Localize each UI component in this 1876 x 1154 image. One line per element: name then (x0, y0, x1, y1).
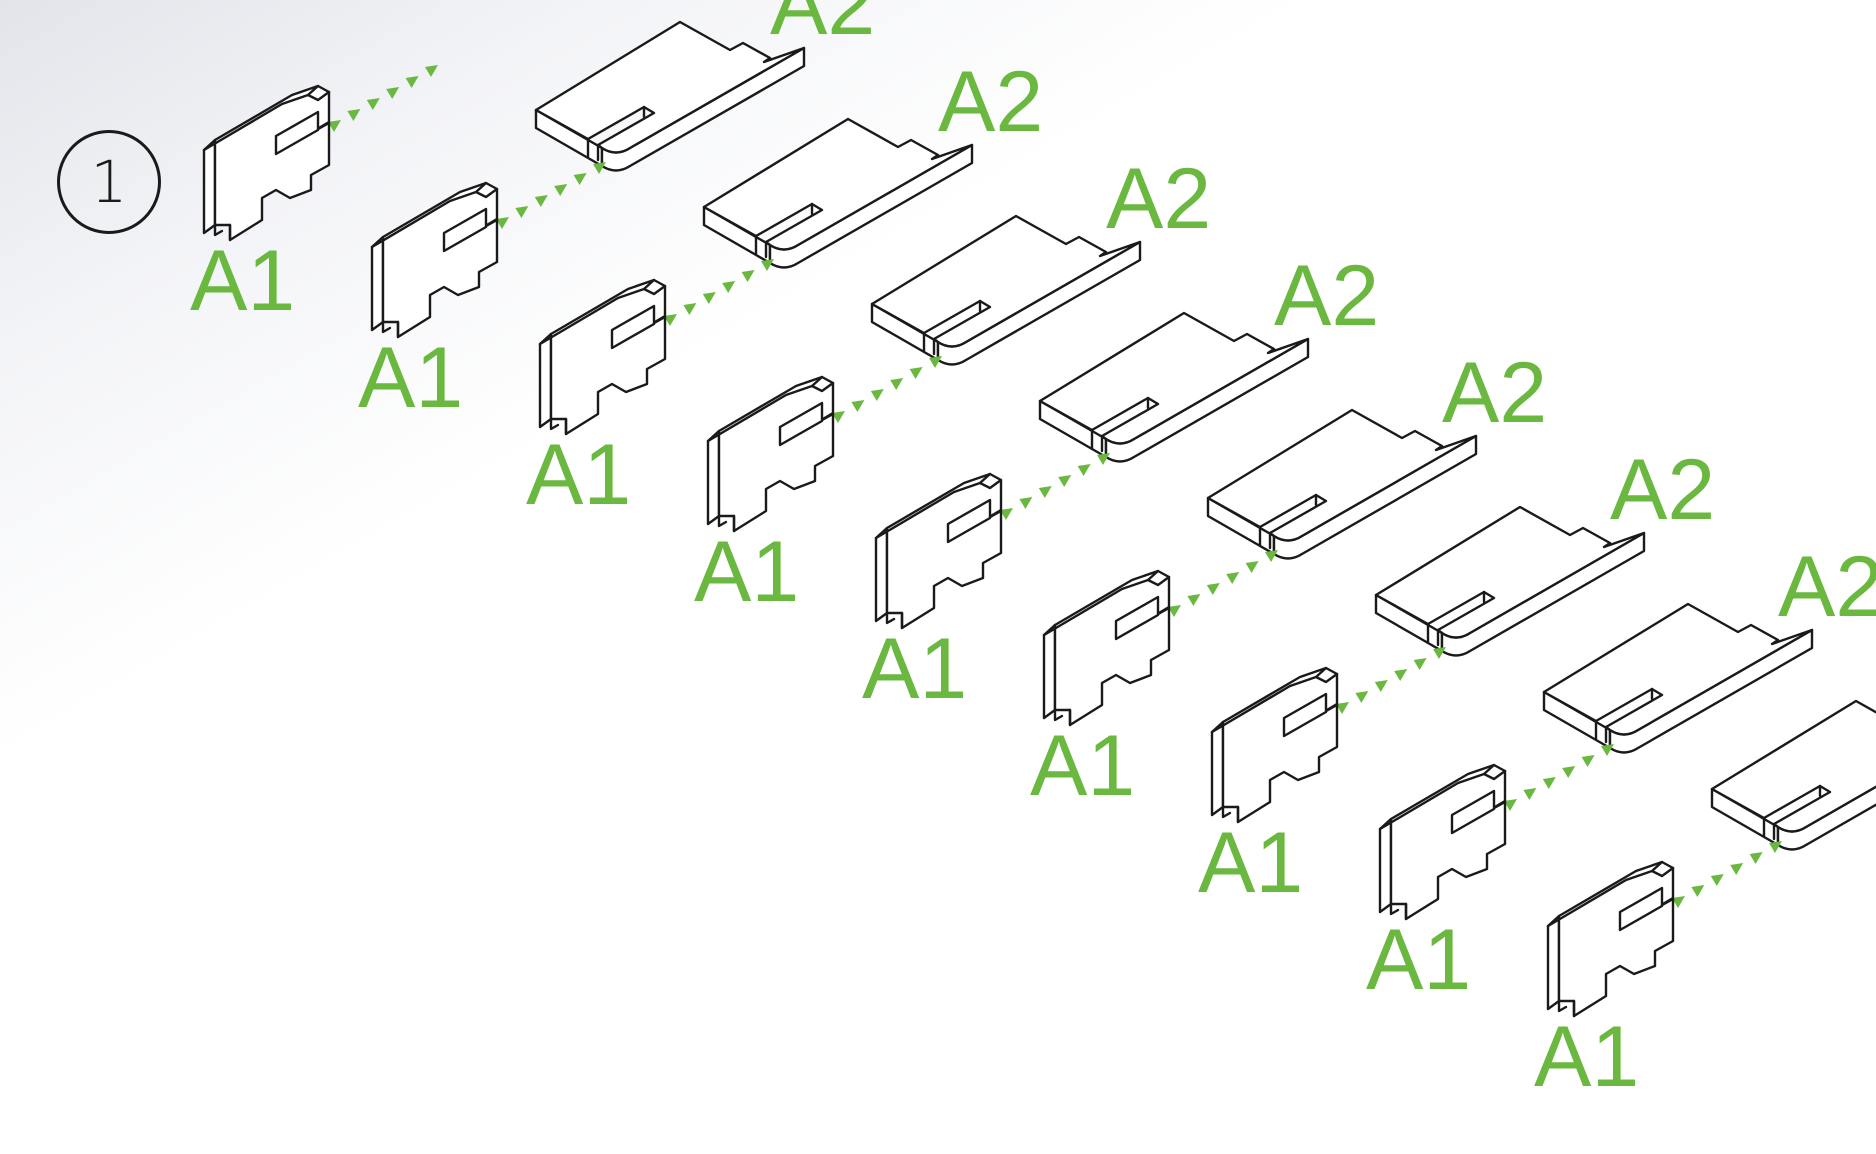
step-number: 1 (90, 148, 128, 216)
insert-arrow (1504, 744, 1614, 811)
label-a2: A2 (770, 0, 875, 53)
label-a2: A2 (1442, 345, 1547, 441)
label-a1: A1 (1198, 815, 1303, 911)
label-a1: A1 (358, 330, 463, 426)
plate-a2 (1206, 408, 1478, 560)
label-a2: A2 (938, 54, 1043, 150)
label-a1: A1 (862, 621, 967, 717)
label-a1: A1 (1030, 718, 1135, 814)
insert-arrow (1168, 550, 1278, 617)
label-a2: A2 (1106, 151, 1211, 247)
insert-arrow (328, 65, 438, 132)
connector-a1 (1042, 569, 1171, 727)
label-a2: A2 (1274, 248, 1379, 344)
connector-a1 (706, 375, 835, 533)
label-a1: A1 (190, 233, 295, 329)
insert-arrow (1000, 453, 1110, 520)
label-a1: A1 (526, 427, 631, 523)
insert-arrow (664, 259, 774, 326)
connector-a1 (370, 181, 499, 339)
connector-a1 (1546, 860, 1675, 1018)
label-a1: A1 (1366, 912, 1471, 1008)
label-a1: A1 (1534, 1009, 1639, 1105)
plate-a2 (870, 214, 1142, 366)
step-number-badge: 1 (57, 130, 161, 234)
plate-a2 (1038, 311, 1310, 463)
label-a1: A1 (694, 524, 799, 620)
plate-a2 (1710, 699, 1876, 851)
insert-arrow (496, 162, 606, 229)
connector-a1 (1210, 666, 1339, 824)
plate-a2 (1374, 505, 1646, 657)
label-a2: A2 (1610, 442, 1715, 538)
plate-a2 (534, 20, 806, 172)
insert-arrow (1336, 647, 1446, 714)
plate-a2 (702, 117, 974, 269)
connector-a1 (874, 472, 1003, 630)
plate-a2 (1542, 602, 1814, 754)
label-a2: A2 (1778, 539, 1876, 635)
insert-arrow (1672, 841, 1782, 908)
connector-a1 (202, 84, 331, 242)
insert-arrow (832, 356, 942, 423)
connector-a1 (538, 278, 667, 436)
connector-a1 (1378, 763, 1507, 921)
